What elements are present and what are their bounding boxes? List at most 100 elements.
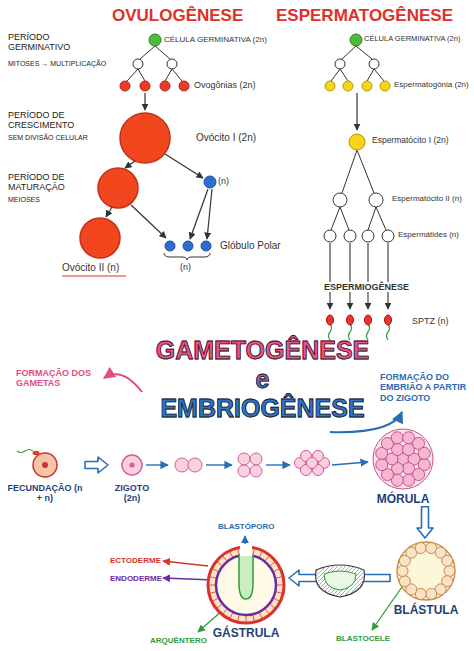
morula-outline: [373, 429, 433, 489]
embryo-picture: [390, 538, 462, 604]
cell-boundary: [210, 577, 216, 578]
spermatogenesis-art: [324, 193, 394, 242]
stage-node: BLÁSTULA: [390, 538, 462, 618]
text-label: Espermatócito II (n): [392, 194, 470, 203]
text-label: ESPERMIOGÊNESE: [322, 282, 411, 292]
cell-boundary: [213, 569, 218, 572]
spermatogenesis-art: [343, 81, 353, 91]
ovogenesis-art: [80, 218, 120, 258]
blastomere: [403, 474, 415, 486]
cell-boundary: [223, 609, 227, 614]
ovogenesis-art: [179, 81, 189, 91]
spermatogenesis-art: [362, 81, 372, 91]
ovogenesis-art: [106, 207, 112, 217]
ovogenesis-art: [165, 241, 175, 251]
text-label: BLASTOCELE: [336, 634, 390, 643]
spermatogenesis-art: [387, 243, 388, 309]
cleavage-stages: [307, 458, 318, 469]
ectoderm-layer: [208, 547, 284, 623]
spermatogenesis-art: [325, 81, 335, 91]
ovogenesis-art: [98, 168, 138, 208]
spermatogenesis-art: [324, 230, 336, 242]
ovogenesis-art: [160, 81, 170, 91]
cleavage-stages: [238, 453, 250, 465]
text-label: PERÍODO DE MATURAÇÃO: [8, 172, 88, 193]
spermatogenesis-art: [349, 134, 365, 150]
cleavage-stages: [206, 464, 232, 465]
sperm-head: [33, 451, 40, 455]
ovogenesis-art: [149, 34, 161, 46]
spermatogenesis-art: [325, 81, 390, 91]
spermatogenesis-art: [344, 230, 356, 242]
blastoderm-cell: [397, 566, 408, 577]
cleavage-stages: [238, 465, 250, 477]
embryo-section: [324, 571, 356, 590]
sperm-head: [327, 315, 334, 325]
blastoderm-cell: [442, 555, 453, 566]
cleavage-stages: [146, 451, 368, 478]
cleavage-stages: [332, 462, 368, 465]
stage-arrow: [85, 457, 108, 473]
text-label: ENDODERME: [110, 574, 162, 583]
sperm-head: [385, 315, 392, 325]
spermatogenesis-art: [349, 243, 350, 309]
sperm-tail: [387, 324, 390, 340]
ovogenesis-art: [165, 241, 211, 251]
stage-node: MÓRULA: [365, 425, 441, 507]
embryo-picture: [108, 447, 156, 483]
egg-cell: [33, 453, 57, 477]
ovogenesis-art: [164, 253, 210, 260]
spermatogenesis-art: [382, 230, 394, 242]
embryo-section: [316, 565, 365, 597]
cell-boundary: [230, 613, 233, 618]
cell-boundary: [259, 613, 262, 618]
cell-boundary: [253, 615, 254, 621]
cell-boundary: [223, 556, 227, 561]
text-label: CÉLULA GERMINATIVA (2n): [364, 35, 460, 44]
ovogenesis-art: [207, 189, 212, 239]
leader-lines: [163, 578, 214, 580]
ovogenesis-art: [204, 176, 216, 188]
leader-lines: [163, 536, 404, 632]
cell-boundary: [217, 604, 222, 608]
sperm-tail: [17, 450, 33, 453]
blastoderm-cell: [415, 543, 426, 554]
ovogenesis-art: [127, 46, 182, 81]
stage-node: GÁSTRULA: [203, 543, 289, 641]
stage-arrow: [417, 507, 433, 538]
nucleus: [130, 463, 135, 468]
spermatogenesis-art: [350, 34, 362, 46]
blastula-outline: [397, 542, 455, 600]
ovogenesis-art: [201, 241, 211, 251]
text-label: (n): [180, 262, 191, 272]
diagram-title: GAMETOGÊNESE e EMBRIOGÊNESE: [150, 336, 375, 422]
cleavage-stages: [250, 453, 262, 465]
ovogenesis-art: [131, 205, 166, 238]
blastomere: [418, 447, 430, 459]
embryo-section: [316, 565, 365, 597]
nucleus: [42, 462, 48, 468]
cell-boundary: [246, 616, 247, 622]
stage-node: FECUNDAÇÃO (n + n): [5, 447, 85, 504]
endoderm-layer: [216, 555, 276, 615]
stage-name: ZIGOTO (2n): [108, 483, 156, 504]
text-label: PERÍODO GERMINATIVO: [8, 32, 80, 53]
blastopore: [240, 544, 252, 556]
stage-name: MÓRULA: [365, 493, 441, 507]
text-label: FORMAÇÃO DOS GAMETAS: [16, 368, 98, 389]
ovogenesis-art: [165, 154, 203, 178]
cell-boundary: [238, 549, 239, 555]
cleavage-stages: [146, 464, 168, 465]
ovogenesis-art: [127, 46, 182, 81]
leader-lines: [163, 561, 208, 566]
ovogenesis-art: [120, 113, 170, 163]
cell-boundary: [265, 556, 269, 561]
cell-boundary: [265, 609, 269, 614]
spermatogenesis-art: [362, 230, 374, 242]
cleavage-stages: [250, 465, 262, 477]
blastomere: [376, 459, 388, 471]
cell-boundary: [270, 562, 275, 566]
zygote-cell: [122, 455, 142, 475]
blastoderm-cell: [444, 566, 455, 577]
